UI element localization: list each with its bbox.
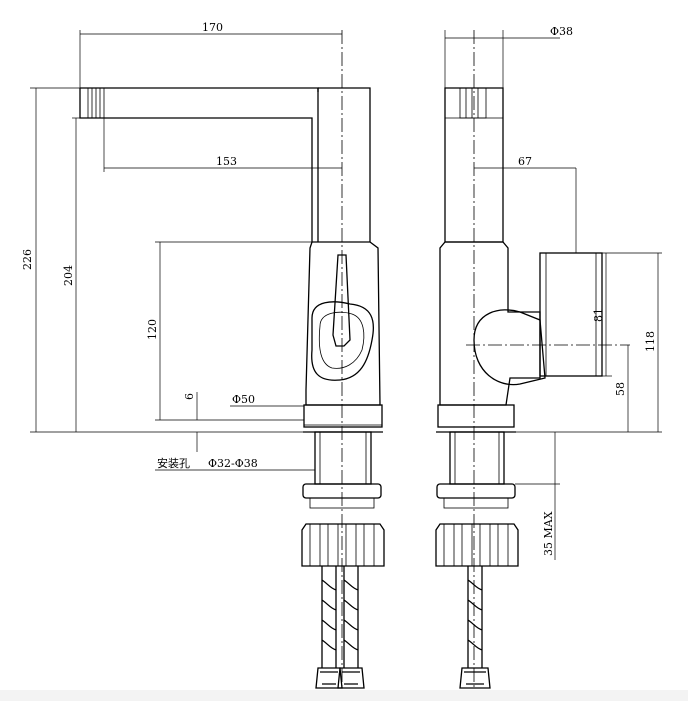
side-shank	[449, 431, 505, 485]
front-view: 170 153 226 204 120 6 Φ50 安装孔 Φ32-Φ38	[21, 21, 385, 690]
mounting-hole-label: 安装孔	[157, 456, 190, 470]
side-mounting-nut	[436, 483, 516, 499]
dim-total-reach: 170	[202, 21, 223, 34]
side-body-outline	[439, 241, 541, 406]
front-spout-outline	[79, 87, 319, 242]
dim-handle-offset: 67	[518, 155, 532, 168]
dim-handle-center: 58	[614, 382, 627, 396]
side-hose	[467, 566, 483, 668]
side-handle-knob	[539, 252, 603, 377]
front-hose-left	[321, 566, 337, 668]
side-view: Φ38 67 81 58 118 35 MAX	[435, 25, 662, 690]
dim-body-height: 120	[146, 319, 159, 340]
dim-deck-max: 35 MAX	[542, 511, 555, 556]
side-nut-ribs	[435, 523, 519, 567]
dim-spout-height: 204	[62, 265, 75, 286]
mounting-hole-range: Φ32-Φ38	[208, 457, 258, 470]
dim-spout-reach: 153	[216, 155, 237, 168]
dim-base-diameter: Φ50	[232, 393, 255, 406]
front-hose-right	[343, 566, 359, 668]
front-handle-hub	[311, 301, 374, 381]
side-hose-fitting	[459, 667, 491, 689]
front-hose-fitting-right	[337, 667, 365, 689]
dim-spout-diameter: Φ38	[550, 25, 573, 38]
dim-handle-top: 118	[644, 331, 657, 352]
bottom-band	[0, 690, 688, 701]
dim-total-height: 226	[21, 249, 34, 270]
front-body-outline	[305, 241, 381, 406]
front-handle-lever	[332, 254, 351, 347]
side-handle-cap	[473, 309, 546, 386]
dim-base-thickness: 6	[183, 393, 196, 400]
front-shank	[314, 431, 372, 485]
dim-handle-height: 81	[592, 308, 605, 322]
front-nut-ribs	[301, 523, 385, 567]
side-base-flange	[437, 404, 515, 428]
front-base-flange	[303, 404, 383, 428]
